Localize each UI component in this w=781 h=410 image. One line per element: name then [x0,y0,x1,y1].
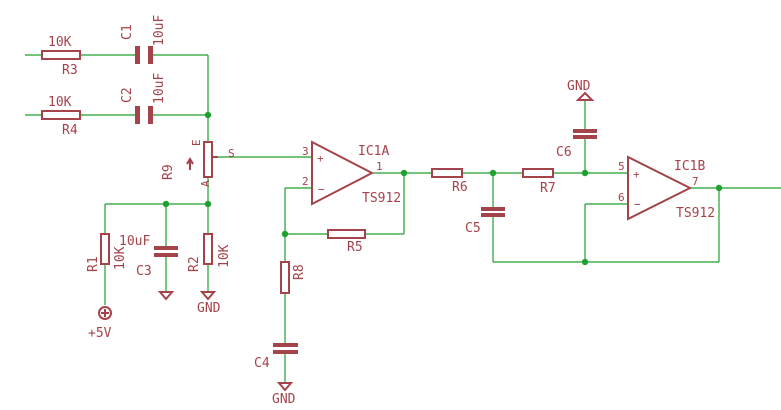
capacitor-c1: C1 10uF [120,15,167,64]
c4-name: C4 [254,356,270,371]
r4-value: 10K [48,95,72,110]
ic1b-name: IC1B [674,159,705,174]
ic1b-pin-5: 5 [618,160,625,173]
supply-5v-symbol: +5V [88,306,112,341]
gnd-label-c6: GND [567,79,591,94]
c6-name: C6 [556,145,572,160]
ic1a-pin-2: 2 [302,175,309,188]
capacitor-c3: 10uF C3 [119,234,178,301]
ground-symbol-c3 [157,291,175,301]
c5-name: C5 [465,221,481,236]
capacitor-c4: C4 [254,343,298,371]
capacitor-c6: C6 [556,129,597,160]
junctions [162,111,723,266]
wires [25,54,781,383]
c3-name: C3 [136,264,152,279]
vcc-label: +5V [88,326,112,341]
capacitor-c2: C2 10uF [120,73,167,124]
capacitor-c5: C5 [465,207,505,236]
r3-value: 10K [48,35,72,50]
r1-value: 10K [113,246,128,270]
opamp-ic1a: + − 3 2 1 IC1A TS912 [302,140,401,206]
r2-value: 10K [217,244,232,268]
r4-name: R4 [62,123,78,138]
ic1b-plus-sign: + [633,168,640,181]
r9-pin-s: S [228,147,235,160]
opamp-ic1b: + − 5 6 7 IC1B TS912 [618,155,715,221]
ic1a-plus-sign: + [317,152,324,165]
r9-pin-e: E [190,139,203,146]
ic1a-name: IC1A [358,144,389,159]
resistor-r4: 10K R4 [41,95,81,138]
junction [281,230,289,238]
c2-name: C2 [120,87,135,103]
potentiometer-r9: R9 E S A [161,139,235,187]
gnd-label-c4: GND [272,392,296,407]
junction [489,169,497,177]
r6-name: R6 [452,180,468,195]
c2-value: 10uF [152,73,167,104]
r9-name: R9 [161,164,176,180]
resistor-r8: R8 [280,261,307,294]
resistor-r3: 10K R3 [41,35,81,78]
junction [581,169,589,177]
ic1b-pin-7: 7 [692,175,699,188]
junction [162,200,170,208]
junction [715,184,723,192]
resistor-r2: R2 10K [187,233,232,272]
ground-symbol-r2: GND [197,291,221,316]
gnd-label-r2: GND [197,301,221,316]
r2-name: R2 [187,256,202,272]
ic1a-pin-1: 1 [376,160,383,173]
junction [204,200,212,208]
ic1b-pin-6: 6 [618,191,625,204]
junction [204,111,212,119]
r1-name: R1 [86,256,101,272]
ground-symbol-c6: GND [567,79,595,101]
ic1a-part: TS912 [362,191,401,206]
junction [400,169,408,177]
r3-name: R3 [62,63,78,78]
resistor-r7: R7 [522,168,556,196]
c1-value: 10uF [152,15,167,46]
r7-name: R7 [540,181,556,196]
r8-name: R8 [292,264,307,280]
ic1a-minus-sign: − [318,183,325,196]
c3-value: 10uF [119,234,150,249]
resistor-r1: R1 10K [86,233,128,272]
ic1b-part: TS912 [676,206,715,221]
ic1a-pin-3: 3 [302,145,309,158]
r9-pin-a: A [199,180,212,187]
ground-symbol-c4: GND [272,382,296,407]
r5-name: R5 [347,240,363,255]
junction [581,258,589,266]
c1-name: C1 [120,24,135,40]
resistor-r5: R5 [327,229,366,255]
ic1b-minus-sign: − [634,198,641,211]
resistor-r6: R6 [431,168,468,195]
